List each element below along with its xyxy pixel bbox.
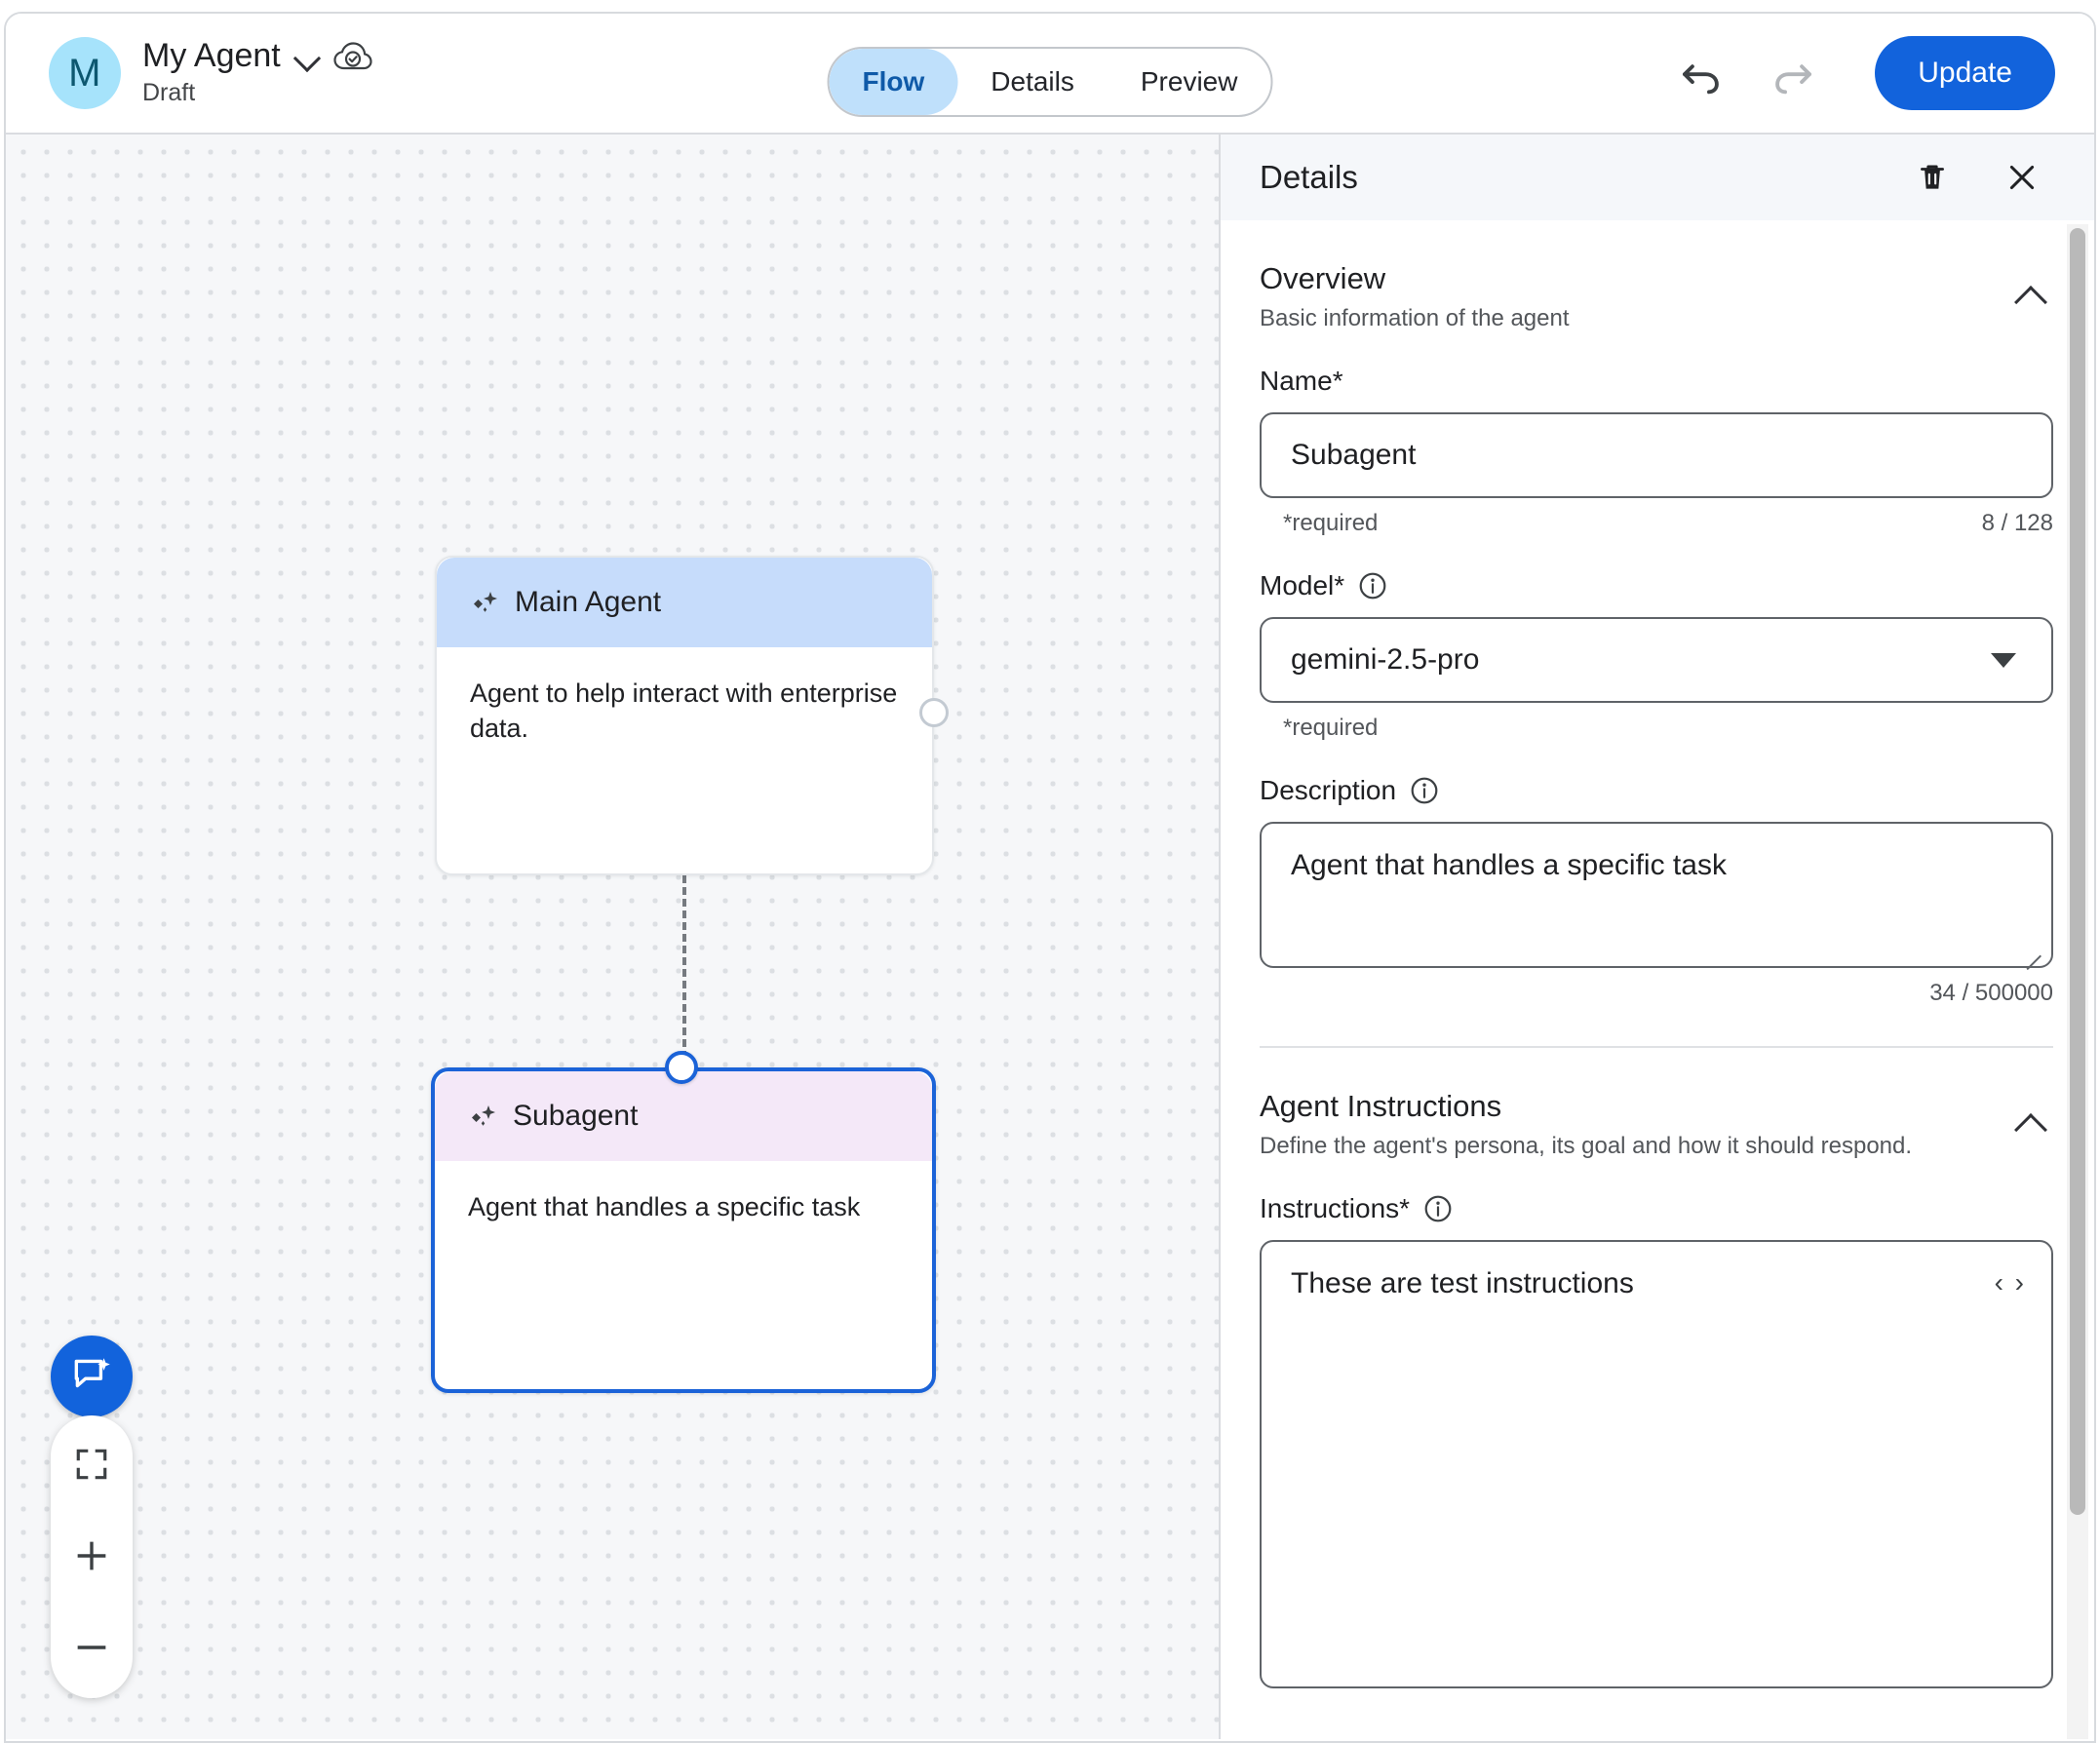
description-char-counter: 34 / 500000 bbox=[1929, 980, 2053, 1006]
node-main-agent[interactable]: Main Agent Agent to help interact with e… bbox=[435, 556, 949, 875]
chevron-up-icon[interactable] bbox=[2014, 281, 2047, 314]
node-port-top[interactable] bbox=[665, 1051, 698, 1084]
model-label-text: Model* bbox=[1260, 570, 1345, 600]
details-title: Details bbox=[1260, 159, 1358, 195]
redo-icon[interactable] bbox=[1764, 44, 1822, 102]
node-subagent[interactable]: Subagent Agent that handles a specific t… bbox=[431, 1051, 936, 1393]
overview-subtitle: Basic information of the agent bbox=[1260, 305, 1570, 331]
tab-flow[interactable]: Flow bbox=[829, 49, 958, 115]
overview-title: Overview bbox=[1260, 261, 1386, 295]
workspace: Main Agent Agent to help interact with e… bbox=[6, 135, 2094, 1739]
top-bar: M My Agent Draft Flow D bbox=[6, 14, 2094, 135]
agent-brand: M My Agent Draft bbox=[49, 37, 372, 109]
code-view-toggle-icon[interactable]: ‹ › bbox=[1994, 1267, 2026, 1298]
overview-section-header[interactable]: Overview Basic information of the agent bbox=[1260, 220, 2053, 332]
chevron-down-icon[interactable] bbox=[294, 44, 320, 69]
cloud-saved-icon bbox=[333, 40, 372, 73]
tab-details[interactable]: Details bbox=[991, 66, 1074, 97]
model-select[interactable]: gemini-2.5-pro bbox=[1260, 617, 2053, 703]
assistant-button[interactable] bbox=[51, 1336, 133, 1417]
node-header: Main Agent bbox=[437, 558, 932, 647]
instructions-textarea[interactable]: These are test instructions ‹ › bbox=[1260, 1240, 2053, 1688]
info-icon[interactable] bbox=[1410, 776, 1439, 805]
node-description: Agent to help interact with enterprise d… bbox=[470, 678, 898, 743]
tab-preview[interactable]: Preview bbox=[1140, 66, 1238, 97]
name-char-counter: 8 / 128 bbox=[1981, 510, 2053, 536]
instructions-value: These are test instructions bbox=[1291, 1267, 1634, 1299]
app-window: M My Agent Draft Flow D bbox=[4, 12, 2096, 1743]
chevron-up-icon[interactable] bbox=[2014, 1108, 2047, 1142]
description-textarea[interactable]: Agent that handles a specific task bbox=[1260, 822, 2053, 968]
update-button[interactable]: Update bbox=[1875, 36, 2055, 110]
name-label: Name* bbox=[1260, 366, 1343, 396]
chat-sparkle-icon bbox=[69, 1352, 114, 1402]
instructions-label: Instructions* bbox=[1260, 1193, 2053, 1224]
flow-canvas[interactable]: Main Agent Agent to help interact with e… bbox=[6, 135, 1221, 1739]
details-panel-content[interactable]: Overview Basic information of the agent … bbox=[1221, 220, 2094, 1739]
node-body: Agent that handles a specific task bbox=[435, 1161, 932, 1225]
description-value: Agent that handles a specific task bbox=[1291, 849, 1727, 881]
node-body: Agent to help interact with enterprise d… bbox=[437, 647, 932, 746]
chevron-down-icon bbox=[1991, 652, 2016, 668]
info-icon[interactable] bbox=[1423, 1194, 1453, 1223]
node-description: Agent that handles a specific task bbox=[468, 1192, 861, 1221]
model-select-value: gemini-2.5-pro bbox=[1291, 643, 1480, 676]
details-panel: Details bbox=[1221, 135, 2094, 1739]
description-label: Description bbox=[1260, 775, 2053, 806]
node-title: Main Agent bbox=[515, 586, 662, 618]
details-panel-header: Details bbox=[1221, 135, 2094, 220]
fit-to-screen-icon[interactable] bbox=[62, 1435, 121, 1493]
name-input[interactable]: Subagent bbox=[1260, 412, 2053, 498]
description-label-text: Description bbox=[1260, 775, 1397, 805]
name-field-group: Name* Subagent *required 8 / 128 bbox=[1260, 366, 2053, 537]
model-required-hint: *required bbox=[1283, 715, 1379, 741]
zoom-controls bbox=[51, 1415, 133, 1698]
instructions-section-title: Agent Instructions bbox=[1260, 1089, 1502, 1123]
resize-handle[interactable] bbox=[2022, 937, 2043, 958]
instructions-section-subtitle: Define the agent's persona, its goal and… bbox=[1260, 1133, 1913, 1159]
node-header: Subagent bbox=[435, 1071, 932, 1161]
zoom-in-icon[interactable] bbox=[62, 1527, 121, 1585]
node-title: Subagent bbox=[513, 1100, 639, 1132]
section-divider bbox=[1260, 1046, 2053, 1048]
page-title: My Agent bbox=[142, 37, 281, 75]
info-icon[interactable] bbox=[1358, 571, 1387, 600]
model-label: Model* bbox=[1260, 570, 2053, 601]
panel-scrollbar[interactable] bbox=[2067, 224, 2088, 1739]
view-tabs: Flow Details Preview bbox=[827, 47, 1273, 117]
agent-title-block: My Agent Draft bbox=[142, 37, 372, 107]
instructions-section-header[interactable]: Agent Instructions Define the agent's pe… bbox=[1260, 1048, 2053, 1160]
edge-main-to-subagent bbox=[682, 875, 686, 1070]
avatar: M bbox=[49, 37, 121, 109]
sparkle-icon bbox=[468, 1102, 497, 1131]
zoom-out-icon[interactable] bbox=[62, 1618, 121, 1677]
panel-scrollbar-thumb[interactable] bbox=[2070, 228, 2085, 1515]
status-badge: Draft bbox=[142, 78, 196, 106]
node-port-right[interactable] bbox=[919, 698, 949, 727]
name-required-hint: *required bbox=[1283, 510, 1379, 536]
instructions-field-group: Instructions* These are test instruction… bbox=[1260, 1193, 2053, 1688]
description-field-group: Description Agent that handles a specifi… bbox=[1260, 775, 2053, 1007]
trash-icon[interactable] bbox=[1905, 150, 1960, 205]
top-bar-actions: Update bbox=[1672, 14, 2055, 133]
sparkle-icon bbox=[470, 588, 499, 617]
model-field-group: Model* gemini-2.5-pro bbox=[1260, 570, 2053, 742]
undo-icon[interactable] bbox=[1672, 44, 1731, 102]
close-icon[interactable] bbox=[1995, 150, 2049, 205]
instructions-label-text: Instructions* bbox=[1260, 1193, 1411, 1223]
